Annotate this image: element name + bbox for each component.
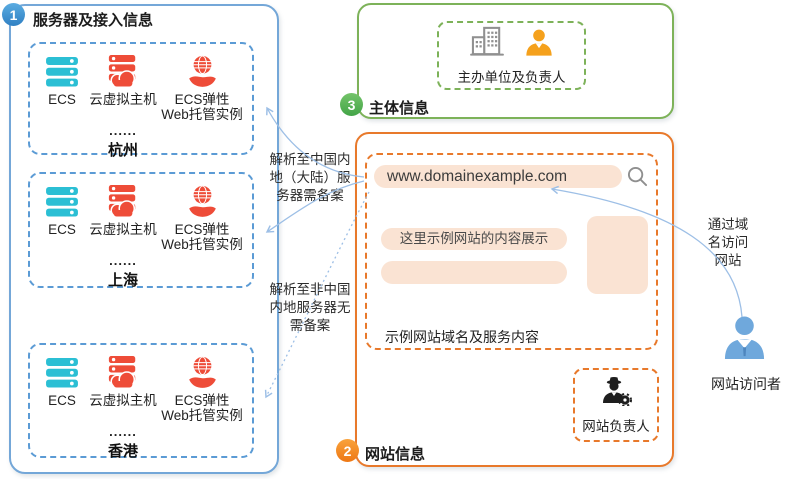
- region-city-label: 香港: [107, 443, 138, 461]
- ellipsis-text: ......: [109, 424, 137, 440]
- ecs-server-icon: [45, 55, 79, 87]
- web-hosting-label: ECS弹性Web托管实例: [161, 222, 243, 253]
- cloud-server-icon: [107, 356, 139, 388]
- globe-hand-icon: [187, 356, 218, 388]
- web-hosting-item: ECS弹性Web托管实例: [161, 356, 243, 423]
- cloud-host-label: 云虚拟主机: [89, 393, 157, 408]
- cloud-server-icon: [107, 55, 139, 87]
- side-placeholder-block: [587, 216, 648, 294]
- ecs-server-icon: [45, 185, 79, 217]
- organizer-card: 主办单位及负责人: [437, 21, 586, 90]
- region-card-hongkong: ECS 云虚拟主机 ECS弹性Web托管实例 ...... 香港: [28, 343, 254, 461]
- note-visit-via-domain: 通过域 名访问 网站: [707, 217, 749, 268]
- cloud-host-label: 云虚拟主机: [89, 92, 157, 107]
- cloud-host-item: 云虚拟主机: [86, 185, 160, 237]
- step-badge-2: 2: [336, 439, 359, 462]
- organizer-label: 主办单位及负责人: [457, 69, 566, 85]
- note-mainland-filing: 解析至中国内 地（大陆）服 务器需备案: [269, 152, 351, 203]
- content-placeholder-bar: 这里示例网站的内容展示: [381, 228, 567, 250]
- site-owner-label: 网站负责人: [582, 418, 650, 434]
- ecs-item: ECS: [39, 55, 85, 107]
- globe-hand-icon: [187, 185, 218, 217]
- ecs-item: ECS: [39, 356, 85, 408]
- server-icons-row: ECS 云虚拟主机 ECS弹性Web托管实例: [30, 356, 252, 423]
- ecs-item: ECS: [39, 185, 85, 237]
- server-icons-row: ECS 云虚拟主机 ECS弹性Web托管实例: [30, 185, 252, 252]
- step-badge-1: 1: [2, 3, 25, 26]
- site-owner-card: 网站负责人: [573, 368, 659, 442]
- web-hosting-item: ECS弹性Web托管实例: [161, 185, 243, 252]
- building-icon: [470, 26, 504, 61]
- web-hosting-label: ECS弹性Web托管实例: [161, 393, 243, 424]
- cloud-host-label: 云虚拟主机: [89, 222, 157, 237]
- website-visitor-icon: [722, 316, 767, 364]
- region-card-hangzhou: ECS 云虚拟主机 ECS弹性Web托管实例 ...... 杭州: [28, 42, 254, 159]
- ecs-label: ECS: [48, 393, 76, 408]
- web-hosting-label: ECS弹性Web托管实例: [161, 92, 243, 123]
- website-panel-title: 网站信息: [365, 446, 426, 463]
- region-card-shanghai: ECS 云虚拟主机 ECS弹性Web托管实例 ...... 上海: [28, 172, 254, 290]
- cloud-host-item: 云虚拟主机: [86, 55, 160, 107]
- ecs-label: ECS: [48, 92, 76, 107]
- web-hosting-item: ECS弹性Web托管实例: [161, 55, 243, 122]
- note-non-mainland-no-filing: 解析至非中国 内地服务器无 需备案: [269, 282, 351, 333]
- organizer-icons: [470, 26, 554, 61]
- search-icon: [627, 166, 648, 192]
- region-city-label: 杭州: [107, 142, 138, 160]
- server-panel-title: 服务器及接入信息: [33, 12, 154, 29]
- globe-hand-icon: [187, 55, 218, 87]
- ecs-server-icon: [45, 356, 79, 388]
- step-badge-3: 3: [340, 93, 363, 116]
- ellipsis-text: ......: [109, 253, 137, 269]
- domain-address-bar: www.domainexample.com: [374, 165, 622, 188]
- server-icons-row: ECS 云虚拟主机 ECS弹性Web托管实例: [30, 55, 252, 122]
- region-city-label: 上海: [107, 272, 138, 290]
- website-visitor-label: 网站访问者: [711, 376, 781, 392]
- person-icon: [524, 29, 554, 61]
- cloud-server-icon: [107, 185, 139, 217]
- website-caption: 示例网站域名及服务内容: [385, 329, 539, 345]
- empty-placeholder-bar: [381, 261, 567, 284]
- subject-panel-title: 主体信息: [369, 100, 430, 117]
- admin-person-icon: [600, 376, 632, 411]
- ecs-label: ECS: [48, 222, 76, 237]
- ellipsis-text: ......: [109, 123, 137, 139]
- cloud-host-item: 云虚拟主机: [86, 356, 160, 408]
